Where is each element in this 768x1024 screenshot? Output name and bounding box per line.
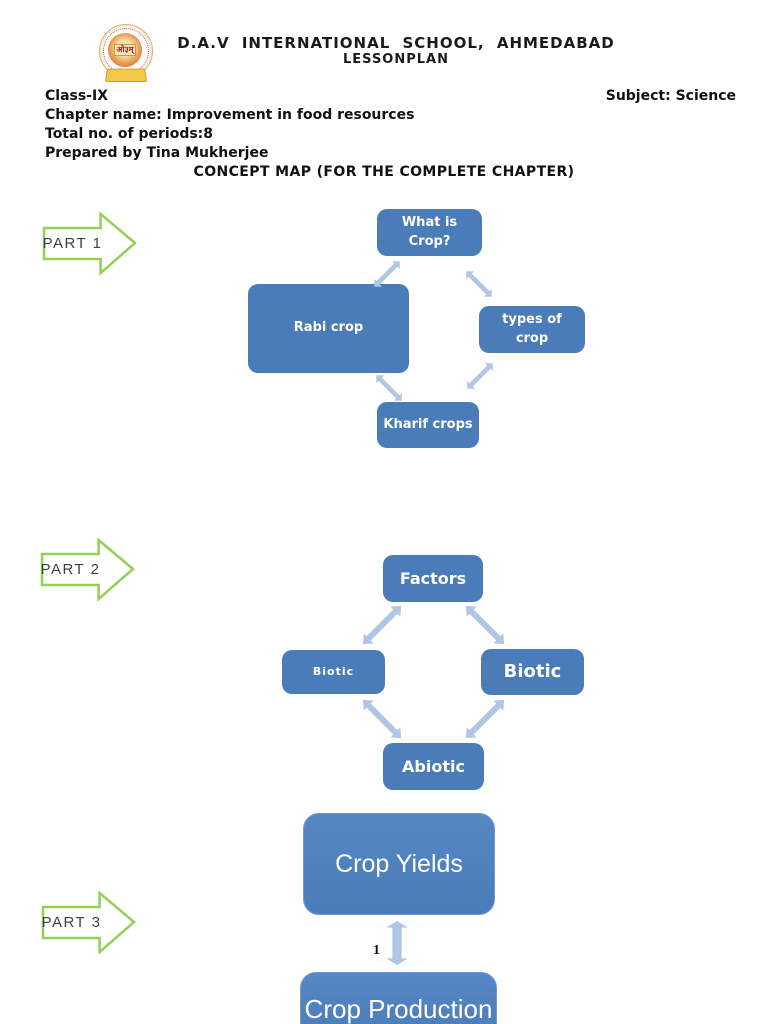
concept-box-types-of-crop: types of crop <box>479 306 585 353</box>
double-arrow-icon <box>371 370 406 405</box>
double-arrow-icon <box>462 358 497 393</box>
concept-box-kharif-crops: Kharif crops <box>377 402 479 448</box>
double-arrow-icon <box>461 266 496 301</box>
logo-om-text: ओ३म् <box>114 44 136 56</box>
part-3-arrow: PART 3 <box>41 890 136 955</box>
double-arrow-icon <box>383 921 411 965</box>
concept-box-what-is-crop: What is Crop? <box>377 209 482 256</box>
concept-box-crop-production: Crop Production <box>300 972 497 1024</box>
part-2-arrow: PART 2 <box>40 537 135 602</box>
concept-box-rabi-crop: Rabi crop <box>248 284 409 373</box>
double-arrow-icon <box>357 694 408 745</box>
part-3-label: PART 3 <box>41 914 102 931</box>
concept-box-abiotic: Abiotic <box>383 743 484 790</box>
school-logo: ओ३म् <box>94 24 160 90</box>
part-2-label: PART 2 <box>40 561 101 578</box>
prepared-line: Prepared by Tina Mukherjee <box>45 145 269 161</box>
school-name: D.A.V INTERNATIONAL SCHOOL, AHMEDABAD <box>177 34 615 52</box>
periods-line: Total no. of periods:8 <box>45 126 214 142</box>
concept-box-biotic-right: Biotic <box>481 649 584 695</box>
concept-box-biotic-left: Biotic <box>282 650 385 694</box>
class-label: Class-IX <box>45 88 108 104</box>
logo-ribbon <box>104 68 148 83</box>
double-arrow-icon <box>357 600 408 651</box>
logo-emblem: ओ३म् <box>108 33 142 67</box>
concept-box-crop-yields: Crop Yields <box>303 813 495 915</box>
doc-type: LESSONPLAN <box>343 52 449 67</box>
double-arrow-icon <box>460 694 511 745</box>
double-arrow-icon <box>460 600 511 651</box>
subject-label: Subject: Science <box>605 88 736 104</box>
concept-box-factors: Factors <box>383 555 483 602</box>
chapter-line: Chapter name: Improvement in food resour… <box>45 107 415 123</box>
concept-map-title: CONCEPT MAP (FOR THE COMPLETE CHAPTER) <box>193 164 575 180</box>
part-1-arrow: PART 1 <box>42 211 137 276</box>
part-1-label: PART 1 <box>42 235 103 252</box>
page-number: 1 <box>373 943 380 958</box>
